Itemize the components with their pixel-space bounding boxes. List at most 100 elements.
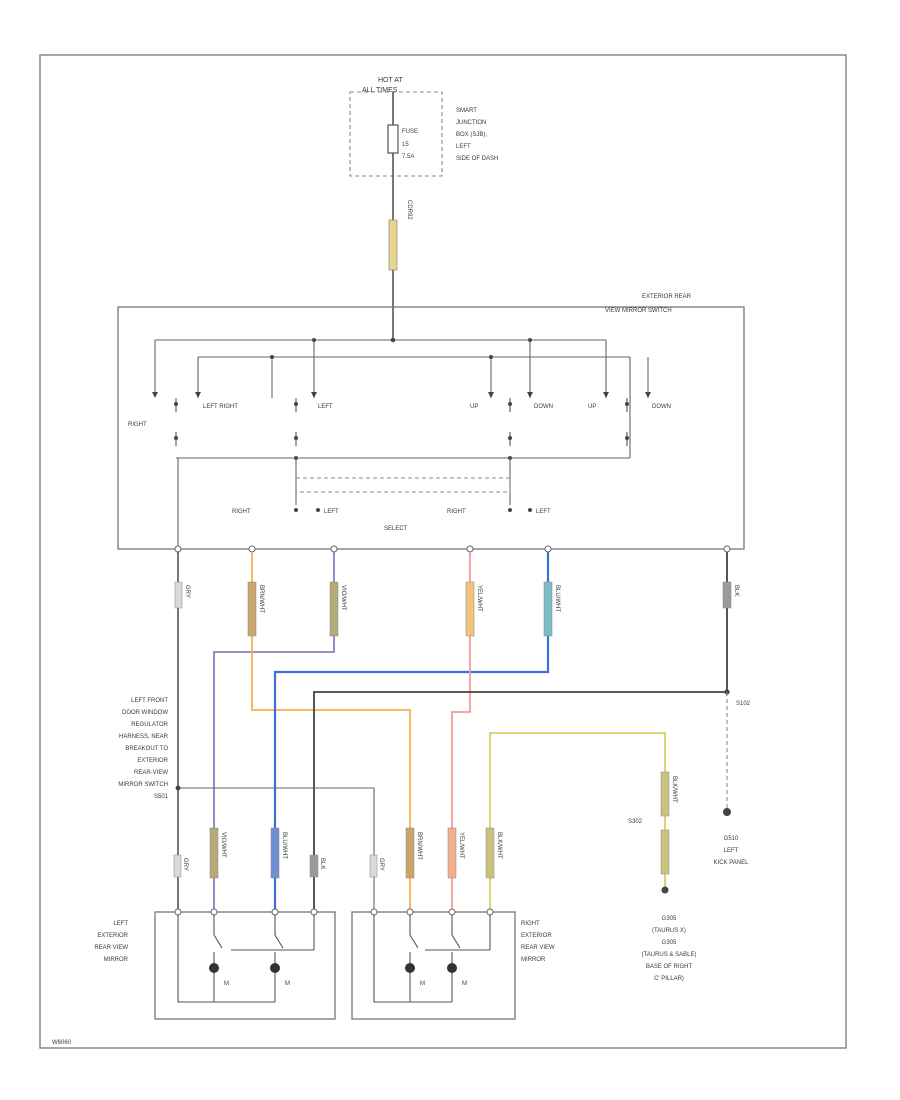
right-mirror-3: REAR VIEW: [521, 945, 555, 951]
splice-s501: [175, 785, 181, 791]
fuse-box-outline: [349, 91, 443, 177]
harness-line-3: REGULATOR: [131, 722, 168, 728]
switch-pins: [174, 545, 731, 553]
label-left-right: LEFT RIGHT: [203, 404, 238, 410]
code-w3: VIO/WHT: [340, 585, 346, 611]
hot-label-2: ALL TIMES: [362, 87, 398, 94]
switch-blades: [175, 398, 628, 446]
code-w6: BLK: [733, 585, 739, 596]
left-mirror-box: [154, 911, 336, 1020]
label-up-2: UP: [588, 404, 596, 410]
left-mirror-4: MIRROR: [104, 957, 129, 963]
g305-4: (TAURUS & SABLE): [642, 952, 697, 958]
harness-line-2: DOOR WINDOW: [122, 710, 168, 716]
switch-title-2: VIEW MIRROR SWITCH: [605, 308, 672, 314]
g510-loc-1: LEFT: [724, 848, 739, 854]
fuse-label-1: FUSE: [402, 129, 418, 135]
g305-3: G305: [662, 940, 677, 946]
harness-line-6: EXTERIOR: [137, 758, 168, 764]
harness-note: LEFT FRONT DOOR WINDOW REGULATOR HARNESS…: [118, 698, 168, 800]
code-w11: BLK/WHT: [496, 832, 502, 859]
switch-contacts: [152, 392, 651, 398]
fuse-label-3: 7.5A: [402, 154, 414, 160]
code-w2: BRN/WHT: [258, 585, 264, 613]
fuse-symbol: [387, 124, 399, 154]
left-motor-m2: M: [285, 981, 290, 987]
location-4: LEFT: [456, 144, 471, 150]
outer-frame: [39, 54, 847, 1049]
code-w4: YEL/WHT: [476, 585, 482, 612]
s302-label: S302: [628, 819, 643, 825]
harness-line-4: HARNESS, NEAR: [119, 734, 169, 740]
label-select-left-2: LEFT: [536, 509, 551, 515]
ground-g305-labels: G305 (TAURUS X) G305 (TAURUS & SABLE) BA…: [642, 916, 697, 982]
feed-circuit-label: CDR92: [406, 200, 412, 220]
feed-wire-tag: [388, 219, 398, 271]
code-w13: GRY: [182, 858, 188, 871]
location-3: BOX (SJB),: [456, 132, 487, 138]
ground-g305: [661, 886, 669, 894]
g305-6: C' PILLAR): [654, 976, 684, 982]
label-left: LEFT: [318, 404, 333, 410]
right-motor-m2: M: [462, 981, 467, 987]
left-mirror-internal: [177, 915, 315, 1003]
code-w5: BLU/WHT: [554, 585, 560, 612]
label-right: RIGHT: [128, 422, 147, 428]
code-w12: BLK/WHT: [671, 776, 677, 803]
code-w14: BLK: [319, 858, 325, 869]
node-d: [489, 355, 493, 359]
g305-5: BASE OF RIGHT: [646, 964, 693, 970]
ground-g510: [723, 808, 731, 816]
location-5: SIDE OF DASH: [456, 156, 498, 162]
code-w9: BRN/WHT: [416, 832, 422, 860]
label-down-2: DOWN: [652, 404, 671, 410]
code-w15: GRY: [378, 858, 384, 871]
right-mirror-2: EXTERIOR: [521, 933, 552, 939]
code-w7: VIO/WHT: [220, 832, 226, 858]
g305-2: (TAURUS X): [652, 928, 686, 934]
label-select-left-1: LEFT: [324, 509, 339, 515]
code-w8: BLU/WHT: [281, 832, 287, 859]
right-mirror-label: RIGHT EXTERIOR REAR VIEW MIRROR: [521, 921, 555, 963]
code-w10: YEL/WHT: [458, 832, 464, 859]
harness-line-8: MIRROR SWITCH: [118, 782, 168, 788]
footer-code: W6060: [52, 1040, 72, 1046]
right-motor-m1: M: [420, 981, 425, 987]
switch-title-1: EXTERIOR REAR: [642, 294, 692, 300]
switch-box: [117, 306, 745, 550]
location-1: SMART: [456, 108, 477, 114]
harness-line-7: REAR-VIEW: [134, 770, 168, 776]
switch-blade-dots: [174, 402, 629, 440]
label-up-1: UP: [470, 404, 478, 410]
label-select-right-1: RIGHT: [232, 509, 251, 515]
left-mirror-2: EXTERIOR: [97, 933, 128, 939]
ground-g510-labels: G510 LEFT KICK PANEL: [714, 836, 750, 866]
label-down-1: DOWN: [534, 404, 553, 410]
node-a: [312, 338, 316, 342]
wire-black: [313, 552, 728, 912]
wire-tags: [173, 581, 732, 879]
right-mirror-motors: [405, 963, 457, 973]
right-mirror-pins: [370, 908, 494, 916]
node-b: [528, 338, 532, 342]
node-feed: [390, 337, 396, 343]
splice-label: S102: [736, 701, 751, 707]
select-contacts: [294, 508, 532, 512]
left-mirror-motors: [209, 963, 280, 973]
harness-line-5: BREAKOUT TO: [125, 746, 168, 752]
right-mirror-4: MIRROR: [521, 957, 546, 963]
harness-line-9: S501: [154, 794, 169, 800]
select-linkage: [295, 477, 511, 493]
node-c: [270, 355, 274, 359]
label-select: SELECT: [384, 526, 408, 532]
location-2: JUNCTION: [456, 120, 486, 126]
g510-loc-2: KICK PANEL: [714, 860, 750, 866]
right-mirror-internal: [373, 915, 491, 1003]
left-mirror-1: LEFT: [113, 921, 128, 927]
g305-1: G305: [662, 916, 677, 922]
left-mirror-label: LEFT EXTERIOR REAR VIEW MIRROR: [94, 921, 128, 963]
left-motor-m1: M: [224, 981, 229, 987]
hot-label-1: HOT AT: [378, 77, 403, 84]
fuse-label-2: 15: [402, 142, 409, 148]
